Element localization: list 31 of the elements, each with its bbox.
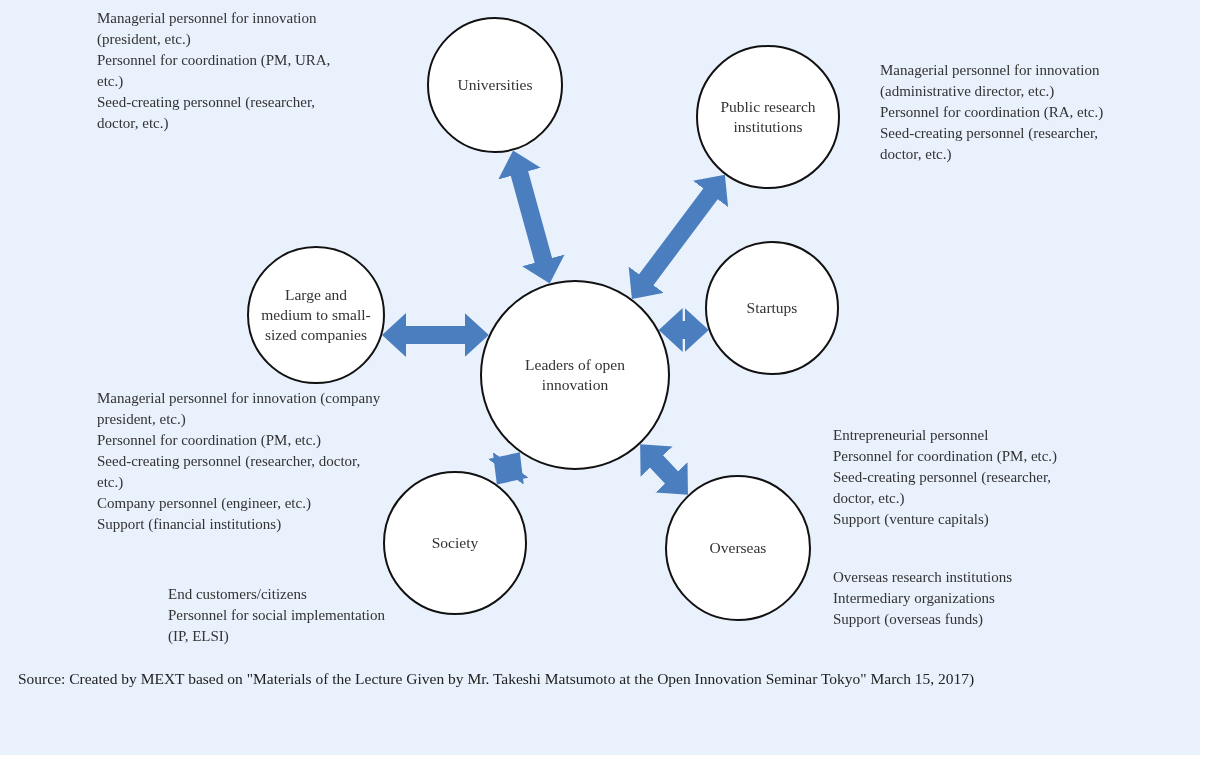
note-text: Support (financial institutions) (97, 515, 282, 534)
note-text: Support (venture capitals) (833, 510, 989, 529)
note-text: Seed-creating personnel (researcher, doctor, etc.) (833, 468, 1053, 508)
node-label: Universities (456, 74, 534, 95)
note-text: End customers/citizens (168, 585, 307, 604)
node-label: Overseas (708, 537, 768, 558)
node-label: Startups (745, 297, 799, 318)
note-text: Seed-creating personnel (researcher, doctor, etc.) (97, 93, 317, 133)
node-label: Large and medium to small-sized companies (260, 284, 372, 346)
note-text: Personnel for coordination (RA, etc.) (880, 103, 1104, 122)
note-text: Intermediary organizations (833, 589, 995, 608)
source-caption: Source: Created by MEXT based on "Materials of the Lecture Given by Mr. Takeshi Matsumoto at the Open Innovation Seminar Tokyo" March 15, 2017) (18, 669, 976, 689)
note-text: Personnel for social implementation (IP, ELSI) (168, 606, 387, 646)
note-text: Managerial personnel for innovation (company president, etc.) (97, 389, 382, 429)
note-text: Personnel for coordination (PM, URA, etc.) (97, 51, 332, 91)
note-text: Support (overseas funds) (833, 610, 983, 629)
note-text: Personnel for coordination (PM, etc.) (833, 447, 1058, 466)
double-arrow (658, 308, 709, 352)
note-text: Managerial personnel for innovation (administrative director, etc.) (880, 61, 1101, 101)
double-arrow (382, 313, 489, 357)
note-text: Entrepreneurial personnel (833, 426, 989, 445)
note-text: Seed-creating personnel (researcher, doctor, etc.) (880, 124, 1100, 164)
note-text: Managerial personnel for innovation (president, etc.) (97, 9, 318, 49)
node-label: Public research institutions (719, 96, 817, 137)
note-text: Personnel for coordination (PM, etc.) (97, 431, 322, 450)
node-label: Leaders of open innovation (524, 354, 626, 395)
note-text: Seed-creating personnel (researcher, doctor, etc.) (97, 452, 362, 492)
note-text: Company personnel (engineer, etc.) (97, 494, 311, 513)
node-label: Society (430, 532, 480, 553)
double-arrow (498, 148, 565, 286)
note-text: Overseas research institutions (833, 568, 1013, 587)
